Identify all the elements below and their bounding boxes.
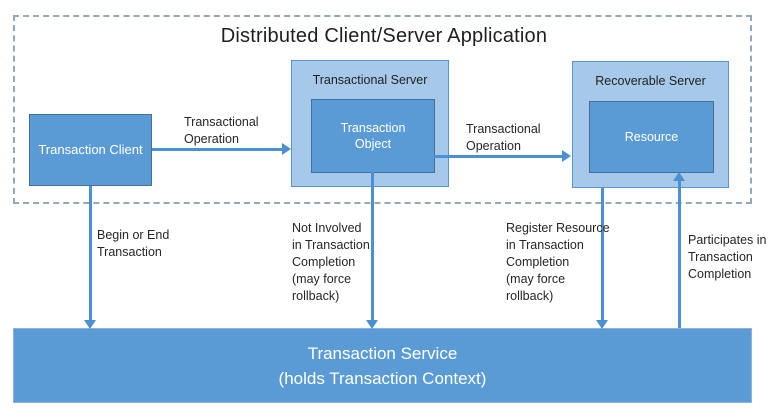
resource-box: Resource	[589, 101, 714, 173]
arrowhead-right-icon	[282, 143, 291, 155]
recoverable-server-label: Recoverable Server	[595, 74, 706, 88]
edge-label-register-resource: Register Resource in Transaction Complet…	[506, 221, 610, 303]
transaction-object-box: Transaction Object	[311, 99, 435, 173]
diagram-title: Distributed Client/Server Application	[220, 25, 548, 47]
application-boundary	[13, 15, 752, 204]
edge-label-begin-or-end: Begin or End Transaction	[97, 228, 170, 259]
resource-label: Resource	[624, 129, 679, 144]
edge-label-participates: Participates in Transaction Completion	[688, 233, 767, 281]
arrowhead-down-icon	[366, 320, 378, 329]
arrowhead-right-icon	[562, 150, 571, 162]
arrow-line	[89, 186, 92, 321]
arrow-line	[678, 180, 681, 328]
edge-label-not-involved: Not Involved in Transaction Completion (…	[292, 221, 370, 303]
arrow-line	[371, 172, 374, 321]
transaction-client-label: Transaction Client	[38, 141, 143, 157]
transaction-client-box: Transaction Client	[29, 114, 152, 186]
transaction-service-label: Transaction Service (holds Transaction C…	[278, 343, 487, 388]
arrowhead-down-icon	[596, 320, 608, 329]
edge-label-transactional-operation-2: Transactional Operation	[466, 122, 541, 153]
transaction-service-bar: Transaction Service (holds Transaction C…	[13, 328, 752, 403]
edge-label-transactional-operation-1: Transactional Operation	[184, 115, 259, 146]
arrow-line	[152, 148, 283, 151]
transaction-object-label: Transaction Object	[340, 120, 406, 151]
recoverable-server-container: Recoverable Server Resource	[572, 61, 729, 188]
arrowhead-down-icon	[84, 320, 96, 329]
arrow-line	[434, 155, 563, 158]
arrowhead-up-icon	[673, 172, 685, 181]
arrow-line	[601, 188, 604, 321]
transactional-server-label: Transactional Server	[312, 73, 428, 87]
transactional-server-container: Transactional Server Transaction Object	[291, 60, 449, 187]
